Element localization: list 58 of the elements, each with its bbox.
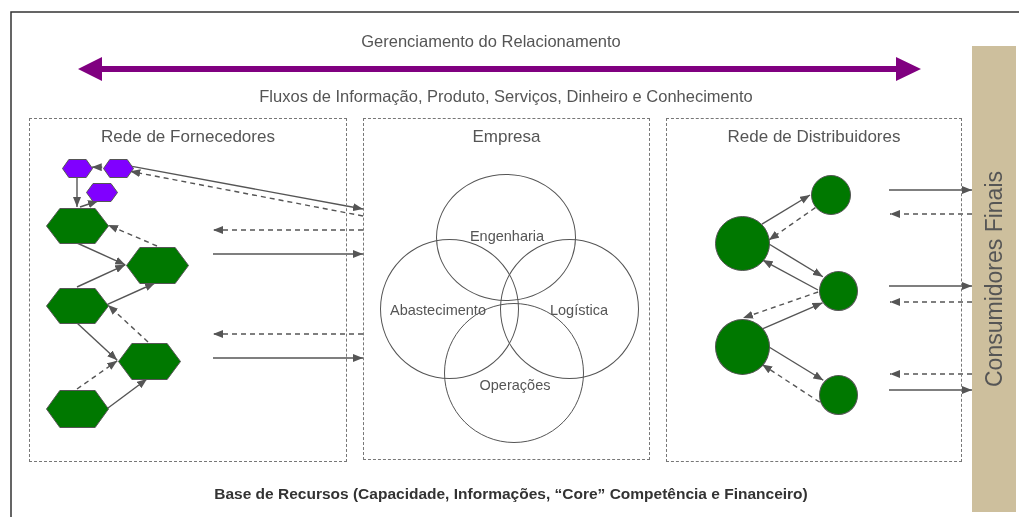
hexagon-node [46,288,109,324]
circle-node [819,375,858,415]
arrow [742,291,819,319]
dashed-group-box [29,118,347,462]
hexagon-node [62,159,93,178]
arrow [761,194,811,225]
arrow [768,243,824,278]
arrow [768,346,825,381]
arrow [107,378,148,409]
group-title: Empresa [472,127,541,147]
arrow [76,242,126,266]
arrow [888,282,973,290]
hexagon-node [46,390,109,428]
circle-label: Operações [479,377,551,393]
band-title: Consumidores Finais [980,171,1008,387]
arrow [107,304,149,343]
arrow [106,282,156,306]
arrow [768,206,817,241]
hexagon-node [126,247,189,284]
circle-node [715,216,770,271]
arrow [889,298,973,306]
arrow [91,163,103,172]
arrow [73,176,81,208]
circle-label: Abastecimento [390,302,486,318]
venn-circle [436,174,576,301]
arrow [888,186,973,194]
arrow [212,330,364,338]
arrow [212,226,364,234]
arrow [212,354,364,362]
arrow [762,302,824,330]
group-title: Rede de Fornecedores [101,127,275,147]
group-title: Rede de Distribuidores [727,127,901,147]
arrow [761,259,819,291]
heading-text: Gerenciamento do Relacionamento [361,32,621,51]
dashed-group-box [666,118,962,462]
arrow [212,250,364,258]
hexagon-node [46,208,109,244]
side-band [972,46,1016,512]
arrow [107,224,158,247]
hexagon-node [118,343,181,380]
arrow [76,264,126,288]
arrow [889,210,973,218]
circle-node [811,175,851,215]
heading-text: Fluxos de Informação, Produto, Serviços, Dinheiro e Conhecimento [259,87,753,106]
dashed-group-box [363,118,650,460]
arrow [76,360,118,390]
arrow [79,200,99,208]
arrow [76,322,118,361]
arrow [888,386,973,394]
circle-label: Engenharia [469,228,545,244]
hexagon-node [86,183,118,202]
footer-note: Base de Recursos (Capacidade, Informações, “Core” Competência e Financeiro) [214,485,808,503]
hexagon-node [103,159,134,178]
circle-label: Logística [550,302,608,318]
arrow [761,363,821,403]
circle-node [819,271,858,311]
circle-node [715,319,770,375]
arrow [889,370,973,378]
